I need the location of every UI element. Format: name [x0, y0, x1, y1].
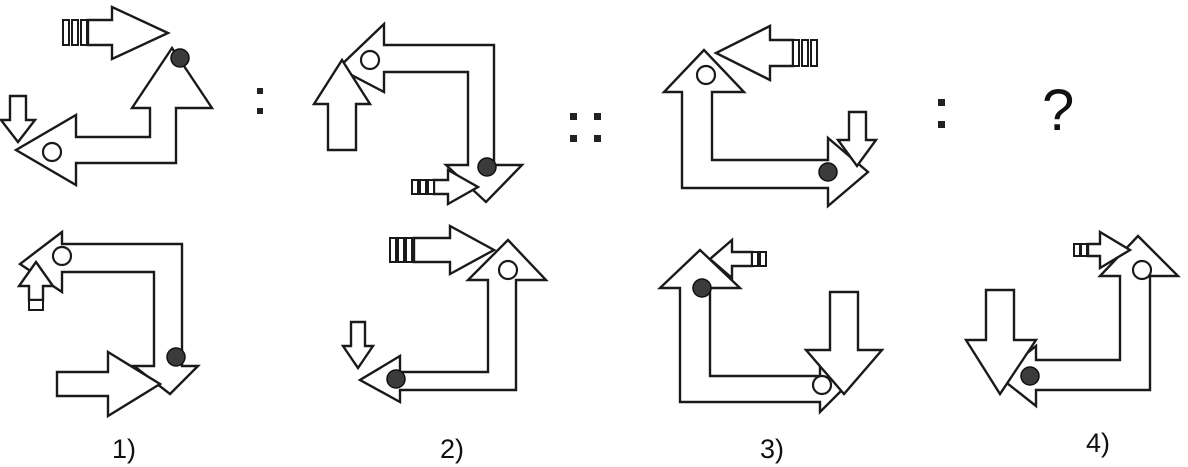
option-4-striped-tail — [1073, 243, 1088, 257]
figure-c-top-small-arrow — [713, 24, 795, 82]
option-1-label[interactable]: 1) — [112, 434, 136, 464]
separator-ratio-2 — [938, 99, 945, 128]
option-2-top-small-arrow — [412, 223, 497, 277]
figure-b-left-big-arrow — [311, 57, 373, 152]
option-2-label[interactable]: 2) — [440, 434, 464, 464]
option-1-small-tail — [28, 299, 44, 311]
option-4-empty-ball — [1131, 259, 1153, 281]
option-1-empty-ball — [51, 245, 73, 267]
figure-a-empty-ball — [41, 141, 63, 163]
figure-c-bent-arrow — [661, 48, 870, 209]
option-4-figure[interactable] — [963, 229, 1181, 409]
option-1-filled-ball — [166, 347, 186, 367]
option-1-figure[interactable] — [16, 229, 201, 419]
option-3-striped-tail — [751, 251, 767, 267]
option-4-filled-ball — [1020, 366, 1040, 386]
option-3-label[interactable]: 3) — [760, 434, 784, 464]
figure-b-filled-ball — [477, 157, 497, 177]
figure-b-striped-tail — [411, 179, 435, 195]
option-3-top-small-arrow — [708, 237, 754, 281]
option-4-left-big-arrow — [963, 288, 1039, 397]
option-2-striped-tail — [389, 237, 413, 263]
separator-double-colon — [570, 113, 601, 142]
option-2-side-small-arrow — [340, 320, 376, 371]
question-mark: ? — [1042, 78, 1074, 143]
option-4-label[interactable]: 4) — [1086, 428, 1110, 458]
figure-a — [0, 5, 215, 188]
option-3-filled-ball — [692, 278, 712, 298]
option-2-figure[interactable] — [340, 223, 549, 405]
option-1-side-small-arrow — [16, 259, 56, 302]
figure-b-bent-arrow — [335, 21, 525, 204]
option-2-filled-ball — [386, 369, 406, 389]
option-1-bottom-big-arrow — [55, 349, 163, 419]
option-4-top-small-arrow — [1086, 229, 1133, 271]
figure-b — [311, 21, 525, 207]
figure-a-filled-ball — [170, 48, 190, 68]
figure-b-empty-ball — [359, 49, 381, 71]
figure-a-side-small-arrow — [0, 94, 38, 144]
figure-a-striped-tail — [62, 19, 88, 46]
option-2-empty-ball — [497, 259, 519, 281]
figure-b-bottom-small-arrow — [432, 167, 481, 207]
separator-ratio-1 — [257, 88, 263, 114]
option-3-empty-ball — [811, 374, 833, 396]
figure-c-filled-ball — [818, 162, 838, 182]
option-2-bent-arrow — [357, 238, 549, 405]
figure-c — [661, 24, 879, 209]
figure-c-striped-tail — [792, 39, 818, 67]
option-3-figure[interactable] — [656, 237, 885, 415]
figure-c-empty-ball — [695, 64, 717, 86]
figure-a-top-small-arrow — [86, 5, 171, 61]
option-3-right-big-arrow — [803, 290, 885, 396]
figure-a-bent-arrow — [13, 45, 215, 188]
figure-c-side-small-arrow — [835, 110, 879, 169]
option-1-bent-arrow — [17, 229, 201, 396]
